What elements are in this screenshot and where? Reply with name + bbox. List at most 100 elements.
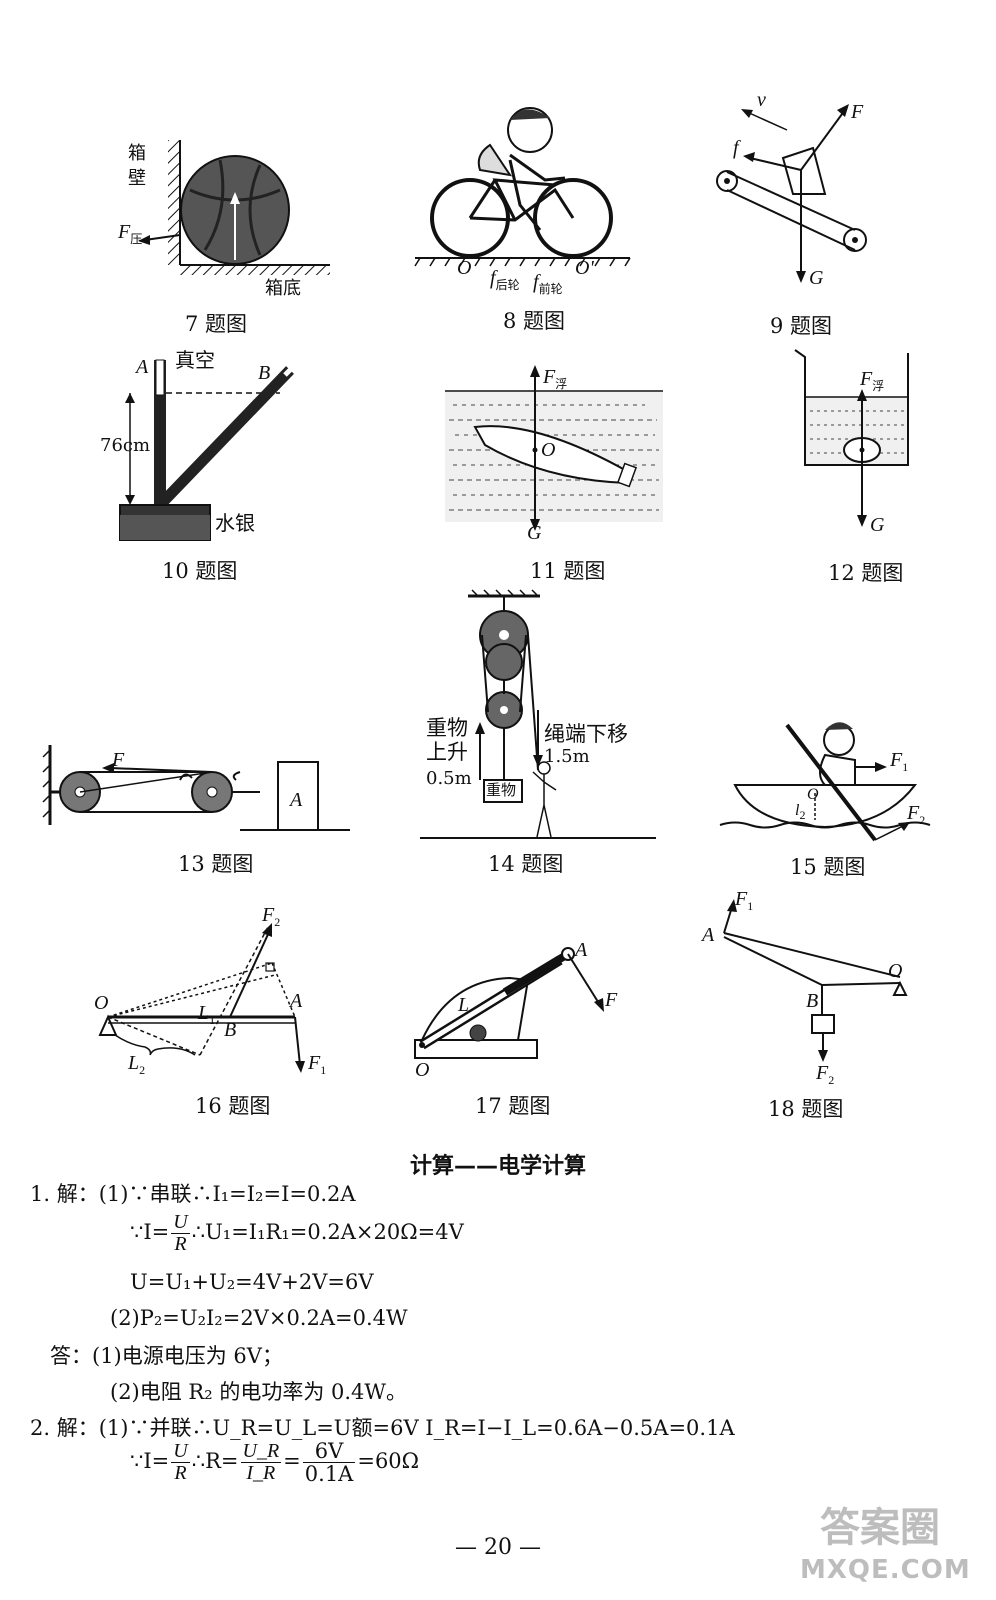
label-O: O (807, 786, 819, 803)
label-down-1: 绳端下移 (544, 722, 628, 746)
label-B: B (806, 990, 819, 1012)
label-height: 76cm (100, 435, 151, 456)
label-rise-2: 上升 (426, 740, 468, 764)
label-o2: O' (575, 257, 594, 279)
label-G: G (870, 514, 885, 536)
label-wall-2: 壁 (128, 168, 146, 189)
figure-7-drawing (138, 140, 330, 275)
label-A: A (290, 789, 303, 811)
caption-7: 7 题图 (185, 312, 248, 336)
figure-14-drawing (420, 589, 656, 839)
label-A: A (702, 924, 715, 946)
caption-14: 14 题图 (488, 852, 564, 876)
figure-9-drawing (716, 104, 867, 283)
label-L: L (458, 994, 470, 1016)
figure-7: 箱 壁 F压 箱底 7 题图 (110, 130, 340, 340)
label-O: O (888, 960, 903, 982)
label-F: F (851, 101, 864, 123)
figure-13-drawing (42, 745, 350, 831)
page-number: — 20 — (455, 1535, 541, 1560)
figure-17: A L F O 17 题图 (410, 940, 635, 1120)
label-F1: F1 (308, 1052, 327, 1077)
label-F2: F2 (816, 1062, 835, 1087)
label-F1: F1 (735, 888, 754, 913)
label-L2: l2 (795, 802, 806, 823)
figure-15: F1 O l2 F2 15 题图 (715, 715, 945, 885)
figure-12-drawing (794, 349, 909, 527)
label-G: G (809, 267, 824, 289)
label-force: F压 (118, 221, 143, 246)
figure-11-drawing (445, 365, 663, 531)
figure-16: F2 O A L1 B L2 F1 16 题图 (90, 905, 350, 1120)
label-vacuum: 真空 (175, 348, 215, 372)
label-L2: L2 (128, 1052, 146, 1077)
figure-8-drawing (414, 107, 631, 267)
figure-9: v f F G 9 题图 (705, 90, 905, 340)
label-floor: 箱底 (265, 278, 301, 299)
label-B: B (258, 362, 271, 384)
label-weight: 重物 (486, 781, 517, 799)
label-A: A (575, 939, 588, 961)
caption-16: 16 题图 (195, 1094, 271, 1118)
label-F2: F2 (262, 904, 281, 929)
figure-13: F A 13 题图 (40, 740, 360, 880)
solution-1-line-4: (2)P₂=U₂I₂=2V×0.2A=0.4W (110, 1306, 408, 1330)
watermark-url: MXQE.COM (800, 1555, 971, 1585)
label-A: A (290, 990, 303, 1012)
watermark-logo: 答案圈 (820, 1505, 940, 1551)
label-B: B (224, 1019, 237, 1041)
figure-18: F1 A O B F2 18 题图 (700, 885, 920, 1121)
caption-15: 15 题图 (790, 855, 866, 879)
label-rise-3: 0.5m (426, 768, 472, 789)
caption-9: 9 题图 (770, 314, 833, 338)
label-f-front: f前轮 (533, 271, 563, 296)
label-G: G (527, 522, 542, 544)
caption-10: 10 题图 (162, 559, 238, 583)
label-o1: O (457, 257, 472, 279)
figure-10: A 真空 B 76cm 水银 10 题图 (100, 345, 330, 590)
label-F2: F2 (907, 802, 926, 827)
figure-8: O O' f后轮 f前轮 8 题图 (414, 100, 645, 340)
solution-2-line-1: 2. 解：(1)∵并联∴U_R=U_L=U额=6V I_R=I−I_L=0.6A… (30, 1416, 735, 1440)
label-f: f (733, 137, 739, 159)
figure-12: F浮 G 12 题图 (790, 345, 920, 590)
label-L1: L1 (198, 1002, 216, 1027)
solution-1-answer-2: (2)电阻 R₂ 的电功率为 0.4W。 (110, 1380, 407, 1404)
caption-8: 8 题图 (503, 309, 566, 333)
label-O: O (415, 1059, 430, 1081)
figure-17-drawing (414, 947, 604, 1059)
figure-14: 重物 上升 0.5m 绳端下移 1.5m 重物 14 题图 (420, 589, 660, 880)
figure-18-drawing (723, 899, 908, 1062)
label-O: O (541, 439, 556, 461)
figure-16-drawing (98, 923, 305, 1073)
label-F: F (605, 989, 618, 1011)
caption-17: 17 题图 (475, 1094, 551, 1118)
caption-11: 11 题图 (530, 559, 606, 583)
label-F-buoy: F浮 (543, 366, 568, 391)
label-A: A (136, 356, 149, 378)
solution-1-line-3: U=U₁+U₂=4V+2V=6V (130, 1270, 374, 1294)
figure-11: F浮 O G 11 题图 (445, 365, 665, 590)
figure-15-drawing (719, 722, 931, 842)
caption-12: 12 题图 (828, 561, 904, 585)
solution-1-answer-1: 答：(1)电源电压为 6V； (50, 1344, 283, 1368)
label-mercury: 水银 (215, 511, 255, 535)
label-wall-1: 箱 (128, 143, 146, 164)
caption-13: 13 题图 (178, 852, 254, 876)
label-F: F (112, 749, 125, 771)
label-down-2: 1.5m (544, 746, 590, 767)
label-f-rear: f后轮 (490, 267, 520, 292)
solution-1-line-1: 1. 解：(1)∵串联∴I₁=I₂=I=0.2A (30, 1182, 356, 1206)
label-F1: F1 (890, 749, 909, 774)
label-O: O (94, 992, 109, 1014)
label-rise-1: 重物 (426, 716, 468, 740)
section-title: 计算——电学计算 (409, 1154, 586, 1179)
label-F-buoy: F浮 (860, 368, 885, 393)
figure-10-drawing (119, 359, 297, 541)
